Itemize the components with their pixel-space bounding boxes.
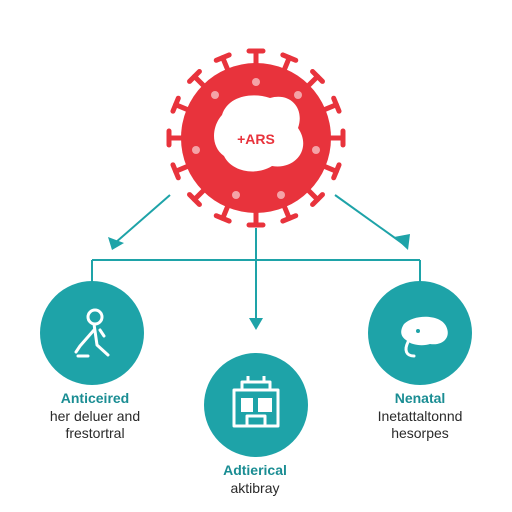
node-right-subtitle-line-2: hesorpes bbox=[391, 425, 449, 441]
node-right-title: Nenatal bbox=[394, 390, 446, 406]
virus-spike-cap bbox=[310, 69, 325, 84]
node-middle-caption: Adtierical aktibray bbox=[180, 462, 330, 497]
connector-virus-to-right bbox=[334, 194, 403, 244]
virus-icon: +ARS bbox=[166, 48, 346, 228]
node-left-subtitle-line-1: her deluer and bbox=[49, 407, 141, 424]
virus-spike-cap bbox=[187, 69, 202, 84]
virus-spike-cap bbox=[213, 213, 232, 224]
node-right-subtitle-line-1: Inetattaltonnd bbox=[377, 407, 463, 424]
virus-spike-cap bbox=[310, 192, 325, 207]
person-icon bbox=[74, 308, 110, 358]
node-left-title: Anticeired bbox=[60, 390, 130, 406]
virus-spike-cap bbox=[213, 52, 232, 63]
node-left-caption: Anticeired her deluer and frestortral bbox=[20, 390, 170, 443]
animal-icon bbox=[401, 316, 448, 358]
virus-spike-cap bbox=[331, 162, 342, 181]
node-right bbox=[368, 281, 472, 385]
arrowhead-left bbox=[108, 237, 124, 250]
virus-spike-cap bbox=[280, 52, 299, 63]
building-icon bbox=[232, 376, 280, 428]
virus-label: +ARS bbox=[237, 131, 275, 147]
virus-spike-cap bbox=[280, 213, 299, 224]
connector-lines bbox=[91, 194, 421, 330]
node-left bbox=[40, 281, 144, 385]
node-middle-subtitle-line-1: aktibray bbox=[230, 479, 280, 496]
virus-core bbox=[214, 95, 304, 172]
arrowhead-middle bbox=[249, 318, 263, 330]
virus-spike-cap bbox=[170, 162, 181, 181]
virus-spike-cap bbox=[170, 95, 181, 114]
node-middle bbox=[204, 353, 308, 457]
connector-virus-to-left bbox=[114, 194, 171, 244]
node-middle-title: Adtierical bbox=[223, 462, 287, 478]
node-right-caption: Nenatal Inetattaltonnd hesorpes bbox=[345, 390, 495, 443]
node-middle-circle bbox=[204, 353, 308, 457]
virus-surface-dots bbox=[192, 78, 320, 199]
virus-spike-cap bbox=[331, 95, 342, 114]
arrowhead-right bbox=[394, 234, 410, 250]
virus-spike-cap bbox=[187, 192, 202, 207]
node-left-subtitle-line-2: frestortral bbox=[65, 425, 125, 441]
